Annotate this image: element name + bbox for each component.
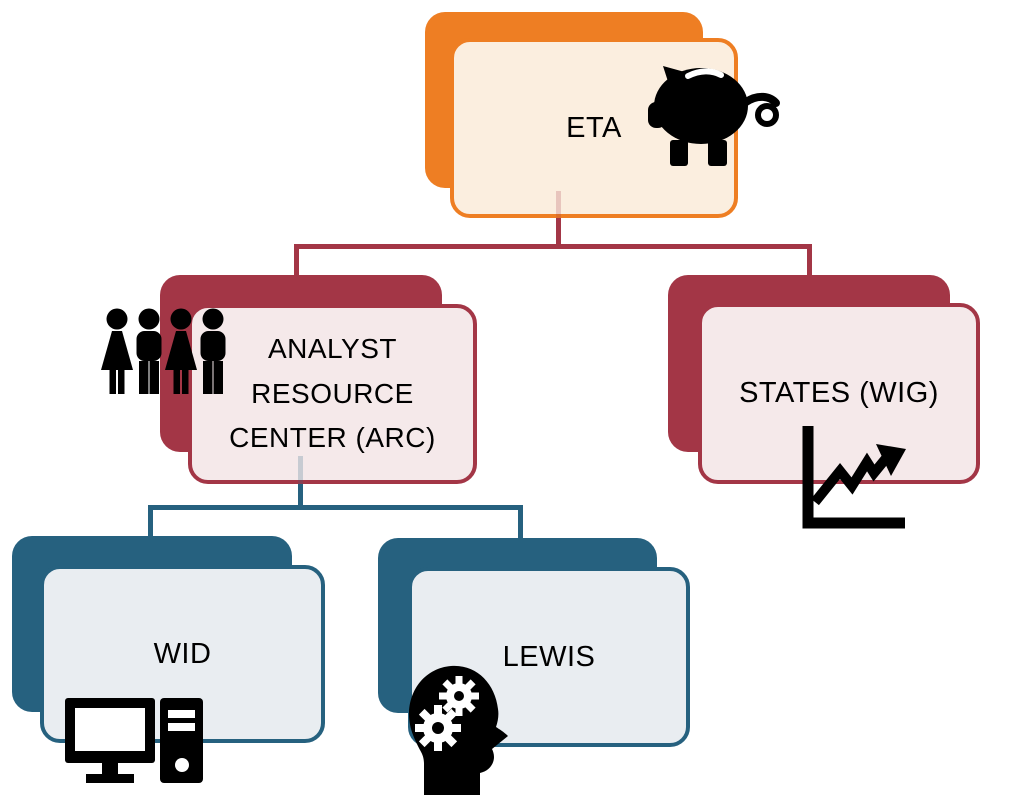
connector-arc-stem <box>298 484 303 510</box>
states-label: STATES (WIG) <box>739 377 939 410</box>
arc-card: ANALYST RESOURCE CENTER (ARC) <box>188 304 477 484</box>
node-arc: ANALYST RESOURCE CENTER (ARC) <box>101 275 477 484</box>
node-lewis: LEWIS <box>378 538 690 795</box>
connector-drop-lewis <box>518 505 523 542</box>
arc-label: ANALYST RESOURCE CENTER (ARC) <box>229 332 436 454</box>
growth-chart-icon <box>802 426 906 529</box>
connector-arc-stem-overlay <box>298 456 303 484</box>
states-card: STATES (WIG) <box>698 303 980 484</box>
connector-eta-children-bar <box>294 244 812 249</box>
node-wid: WID <box>12 536 325 783</box>
piggy-bank-icon <box>648 66 780 166</box>
wid-label: WID <box>153 637 212 670</box>
connector-eta-stem <box>556 218 561 249</box>
head-with-gears-icon <box>409 665 508 795</box>
people-group-icon <box>101 308 226 394</box>
connector-eta-stem-overlay <box>556 191 561 218</box>
connector-drop-arc <box>294 244 299 278</box>
connector-arc-children-bar <box>148 505 523 510</box>
connector-drop-states <box>807 244 812 278</box>
node-eta: ETA <box>425 12 780 218</box>
node-states-wig: STATES (WIG) <box>668 275 980 529</box>
connector-drop-wid <box>148 505 153 538</box>
eta-label: ETA <box>566 111 622 144</box>
desktop-computer-icon <box>65 698 203 783</box>
lewis-label: LEWIS <box>502 640 596 673</box>
